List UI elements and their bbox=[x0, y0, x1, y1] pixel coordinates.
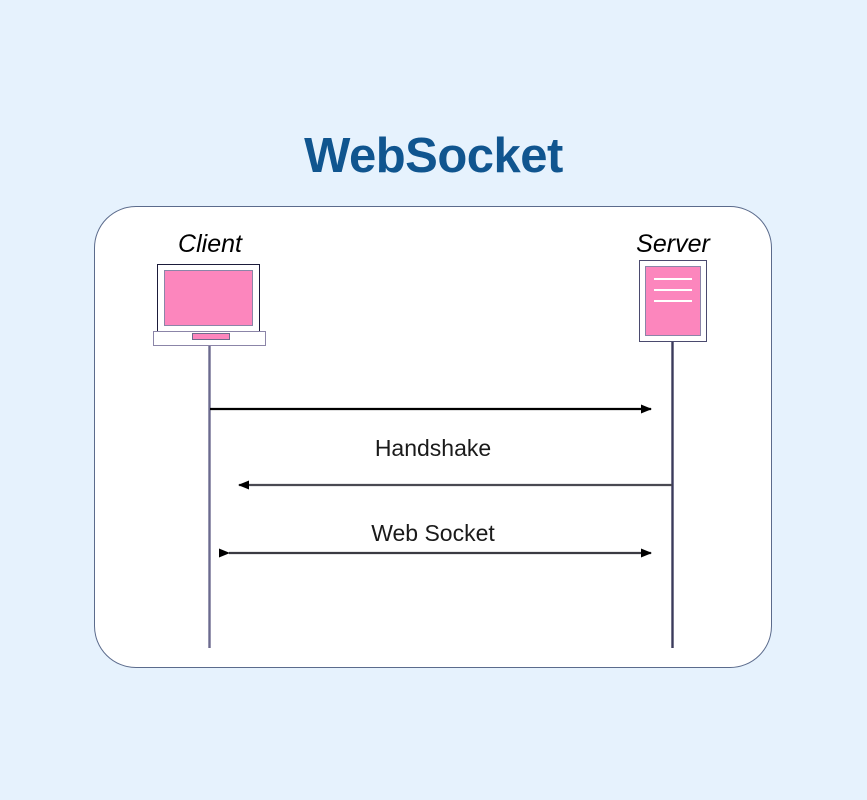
laptop-screen bbox=[164, 270, 253, 326]
server-icon-line bbox=[654, 278, 692, 281]
laptop-icon bbox=[153, 264, 266, 346]
page-title: WebSocket bbox=[304, 129, 563, 183]
actor-label-server: Server bbox=[636, 230, 710, 258]
actor-label-client: Client bbox=[178, 230, 242, 258]
laptop-lid bbox=[157, 264, 260, 332]
message-label-handshake: Handshake bbox=[374, 435, 492, 461]
laptop-trackpad bbox=[192, 332, 230, 340]
server-icon-line bbox=[654, 289, 692, 292]
server-icon bbox=[639, 260, 707, 342]
server-icon-line bbox=[654, 300, 692, 303]
server-icon-body bbox=[645, 266, 701, 336]
laptop-base bbox=[153, 331, 266, 346]
message-label-web-socket: Web Socket bbox=[371, 520, 495, 546]
